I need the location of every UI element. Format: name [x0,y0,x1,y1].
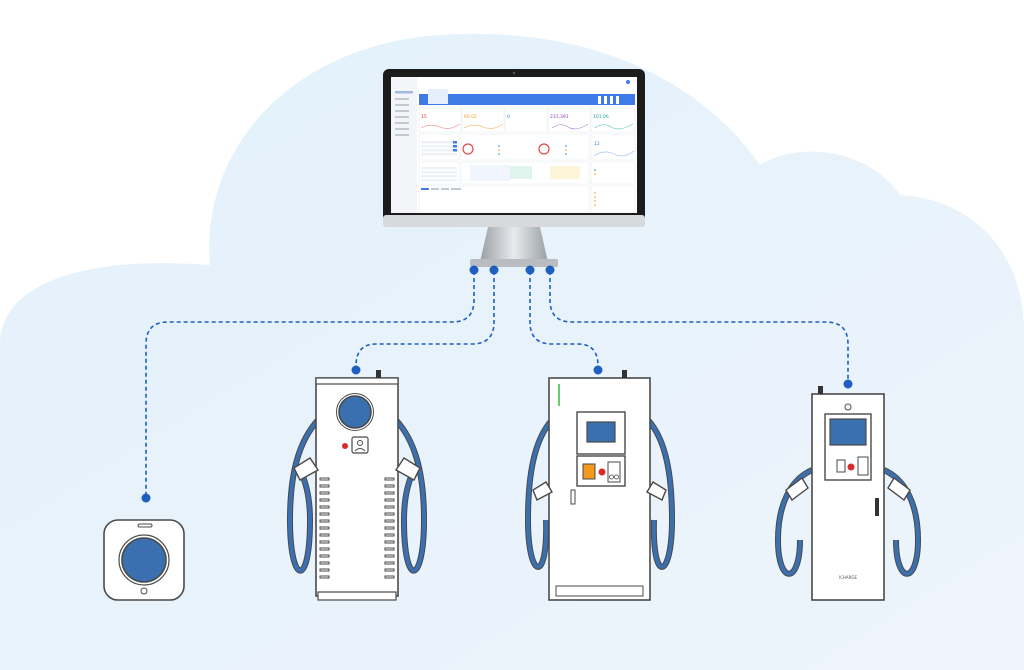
wallbox-charger [103,519,185,601]
connection-line [355,271,495,370]
camera-icon [512,71,516,75]
card-reader-icon [836,459,846,473]
gauge-ring [538,143,550,155]
nav-item [395,104,409,106]
door-handle [570,489,576,505]
monitor-stand [480,227,548,262]
brand-label: ICHARGE [839,575,858,580]
antenna [622,370,627,378]
banner-chargers-icon [598,96,619,104]
connection-node [843,379,853,389]
base-plinth [317,591,397,601]
stat-card: 0 [504,107,548,133]
dc-cabinet-charger [524,370,676,601]
nav-item [395,122,409,124]
topbar [417,77,637,87]
socket-panel-icon [857,456,869,476]
status-light [137,523,153,528]
nav-item [395,98,409,100]
plug-holster [532,481,553,501]
emergency-stop-icon [847,463,855,471]
gauges-panel [460,133,590,161]
flow-panel [460,161,590,185]
gauge-ring [462,143,474,155]
charger-screen [586,421,616,443]
connection-line [529,271,599,370]
stat-card: 101.06 [590,107,636,133]
chart-panel [418,185,590,213]
plug-holster [646,481,667,501]
stat-value: 15 [421,114,427,120]
nav-item [395,110,409,112]
stat-value: 0 [507,114,510,120]
table-panel [418,161,460,185]
charger-display [338,395,372,429]
sidebar-nav [395,91,413,136]
ac-pedestal-charger [286,370,428,601]
nav-item [395,128,409,130]
power-button-icon [140,587,148,595]
charger-display-ring [118,534,170,586]
charger-display [121,537,167,583]
power-icon [844,403,852,411]
connection-node [351,365,361,375]
connection-node [545,265,555,275]
device-status-panel [418,133,460,161]
stat-value: 231,391 [550,114,569,120]
monitor-base [470,259,558,267]
monitor: 15 60.02 0 231,391 101.06 [383,69,645,267]
monitor-chin [383,215,645,227]
right-stat-panel: 12 [590,133,636,161]
stat-value: 60.02 [464,114,477,120]
stat-value: 101.06 [593,114,609,120]
cloud-background [0,33,1024,670]
emergency-stop-icon [598,468,606,476]
nav-item [395,91,413,94]
connection-node [489,265,499,275]
stat-card: 60.02 [461,107,505,133]
emergency-stop-icon [342,443,348,449]
stat-card: 15 [418,107,462,133]
welcome-banner [419,94,635,105]
banner-illustration [428,89,448,104]
dc-kiosk-charger: ICHARGE [774,386,922,601]
alert-list-panel [590,185,636,213]
charger-screen [829,418,867,446]
connections [145,271,849,497]
plug-holster [887,476,911,502]
right-value: 12 [594,141,600,147]
connection-nodes [141,265,853,503]
dashboard-sidebar [391,77,417,213]
card-reader-icon [582,463,596,480]
antenna [818,386,823,394]
antenna [376,370,381,378]
nav-item [395,134,409,136]
connection-node [593,365,603,375]
door-handle [875,498,879,516]
dashboard: 15 60.02 0 231,391 101.06 [391,77,637,213]
connection-line [145,271,475,497]
stat-card: 231,391 [547,107,591,133]
connection-node [525,265,535,275]
connection-line [549,271,849,384]
plug-holster [293,457,320,481]
user-avatar [626,80,630,84]
connection-node [469,265,479,275]
vent-slats [319,477,395,579]
stat-cards: 15 60.02 0 231,391 101.06 [418,107,636,133]
right-list-panel [590,161,636,185]
connection-node [141,493,151,503]
plug-holster [785,476,809,502]
nav-item [395,116,409,118]
plug-holster [394,457,421,481]
socket-panel-icon [607,461,621,483]
